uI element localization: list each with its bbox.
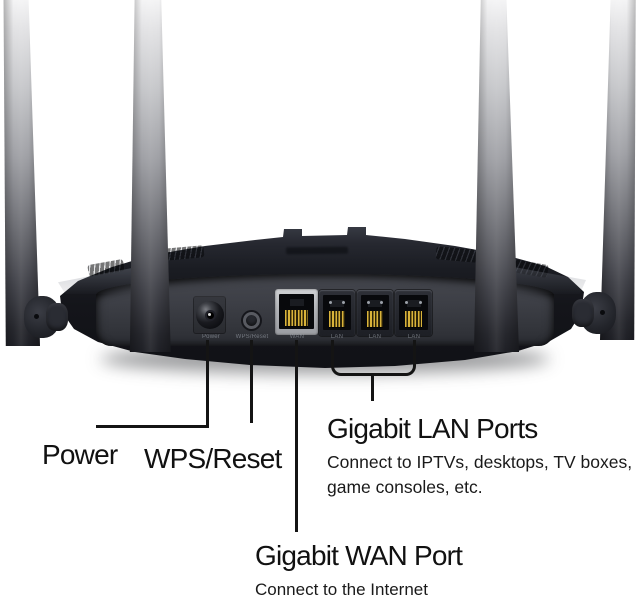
port-led-dot — [405, 301, 408, 304]
callout-line-wps-reset — [250, 340, 253, 423]
lan-ports-description-line1: Connect to IPTVs, desktops, TV boxes, — [327, 452, 633, 472]
silkscreen-power: Power — [201, 334, 220, 340]
hinge-screw-right — [600, 310, 605, 315]
rj45-notch — [368, 300, 382, 307]
power-label: Power — [42, 439, 118, 470]
lan-port-2 — [357, 290, 393, 336]
hinge-screw-left — [34, 314, 39, 319]
lan-ports-description: Connect to IPTVs, desktops, TV boxes, ga… — [327, 450, 632, 500]
port-led-dot — [367, 301, 370, 304]
lan-port-3 — [395, 290, 432, 336]
antenna-inner-right — [474, 0, 519, 352]
silkscreen-lan1: LAN — [330, 334, 344, 340]
rj45-pins — [285, 310, 308, 327]
port-led-dot — [380, 301, 383, 304]
embossed-logo — [285, 246, 349, 255]
wan-port-opening — [279, 294, 314, 329]
port-led-dot — [329, 301, 332, 304]
wps-reset-button — [243, 312, 260, 329]
lan-ports-description-line2: game consoles, etc. — [327, 477, 483, 497]
rj45-notch — [289, 299, 304, 306]
antenna-inner-left — [129, 0, 171, 352]
antenna-hinge-right-knuckle — [572, 299, 594, 327]
silkscreen-wan: WAN — [289, 334, 305, 340]
port-led-dot — [419, 301, 422, 304]
port-led-dot — [342, 301, 345, 304]
lan-port-opening — [323, 295, 351, 330]
lan-port-opening — [399, 295, 428, 330]
wps-reset-label: WPS/Reset — [144, 443, 282, 474]
wan-port — [275, 289, 318, 335]
wan-port-description: Connect to the Internet — [255, 580, 428, 599]
rj45-pins — [329, 311, 345, 328]
rj45-pins — [367, 311, 383, 328]
lan-port-opening — [361, 295, 389, 330]
rj45-pins — [405, 311, 422, 328]
callout-line-wan — [295, 340, 298, 532]
silkscreen-lan3: LAN — [407, 334, 421, 340]
lan-ports-title: Gigabit LAN Ports — [327, 413, 538, 444]
antenna-hinge-left-knuckle — [46, 303, 68, 331]
callout-line-power — [96, 340, 209, 428]
silkscreen-wps-reset: WPS/Reset — [235, 334, 269, 340]
power-jack-highlight — [208, 313, 211, 316]
silkscreen-lan2: LAN — [368, 334, 382, 340]
antenna-outer-right — [600, 0, 636, 340]
wan-port-title: Gigabit WAN Port — [255, 540, 463, 571]
callout-bracket-lan — [331, 340, 416, 376]
antenna-outer-left — [3, 0, 40, 346]
callout-line-lan-stem — [371, 373, 374, 401]
rj45-notch — [330, 300, 344, 307]
rj45-notch — [406, 300, 421, 307]
lan-port-1 — [319, 290, 355, 336]
